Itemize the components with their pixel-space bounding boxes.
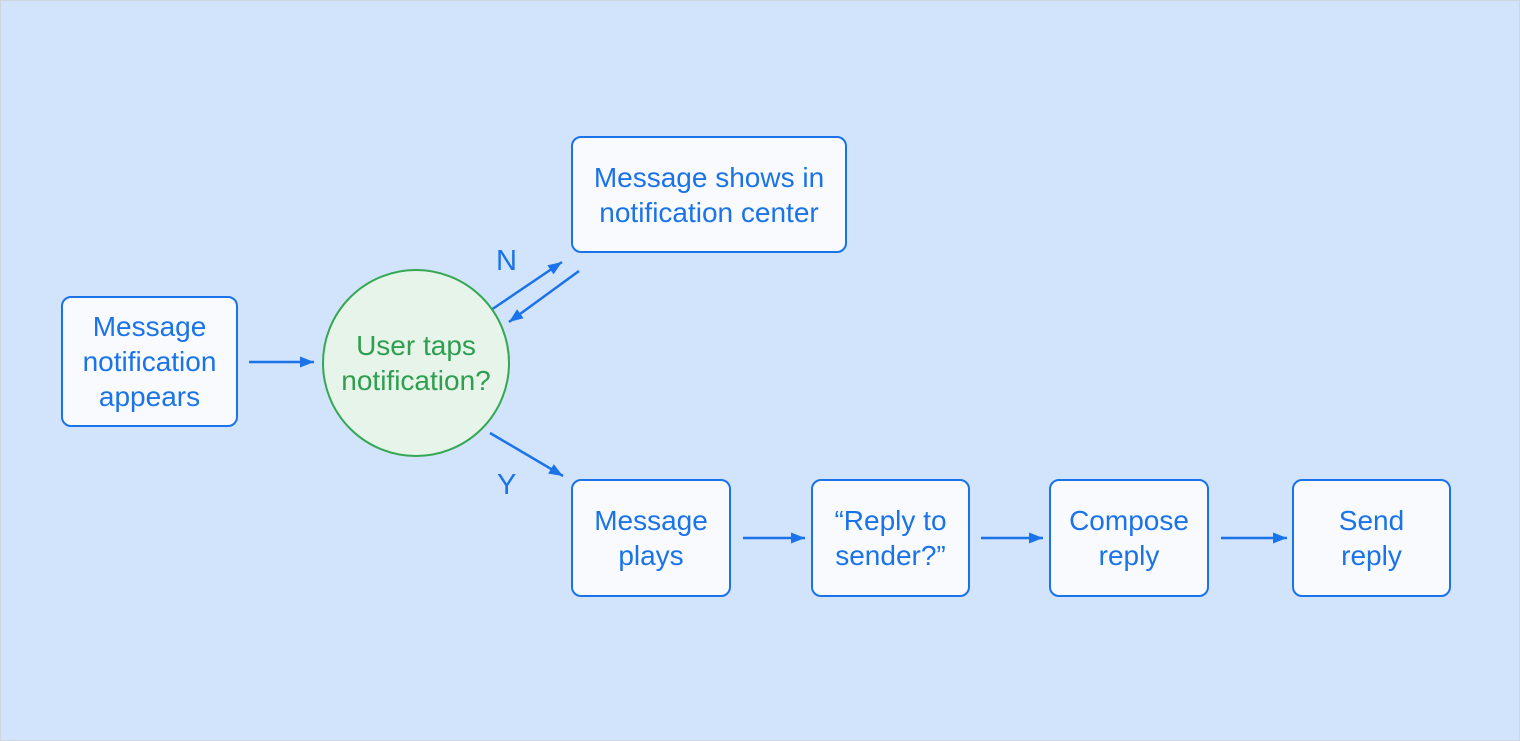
- node-reply-to-sender: “Reply to sender?”: [811, 479, 970, 597]
- node-send-reply: Send reply: [1292, 479, 1451, 597]
- node-message-shows-in-notification-center: Message shows in notification center: [571, 136, 847, 253]
- arrow-notification-center-to-decision: [508, 269, 580, 324]
- node-message-notification-appears: Message notification appears: [61, 296, 238, 427]
- branch-label-yes: Y: [497, 469, 517, 501]
- node-message-plays: Message plays: [571, 479, 731, 597]
- branch-label-no: N: [496, 245, 517, 277]
- node-decision-user-taps-notification: User taps notification?: [322, 269, 510, 457]
- node-compose-reply: Compose reply: [1049, 479, 1209, 597]
